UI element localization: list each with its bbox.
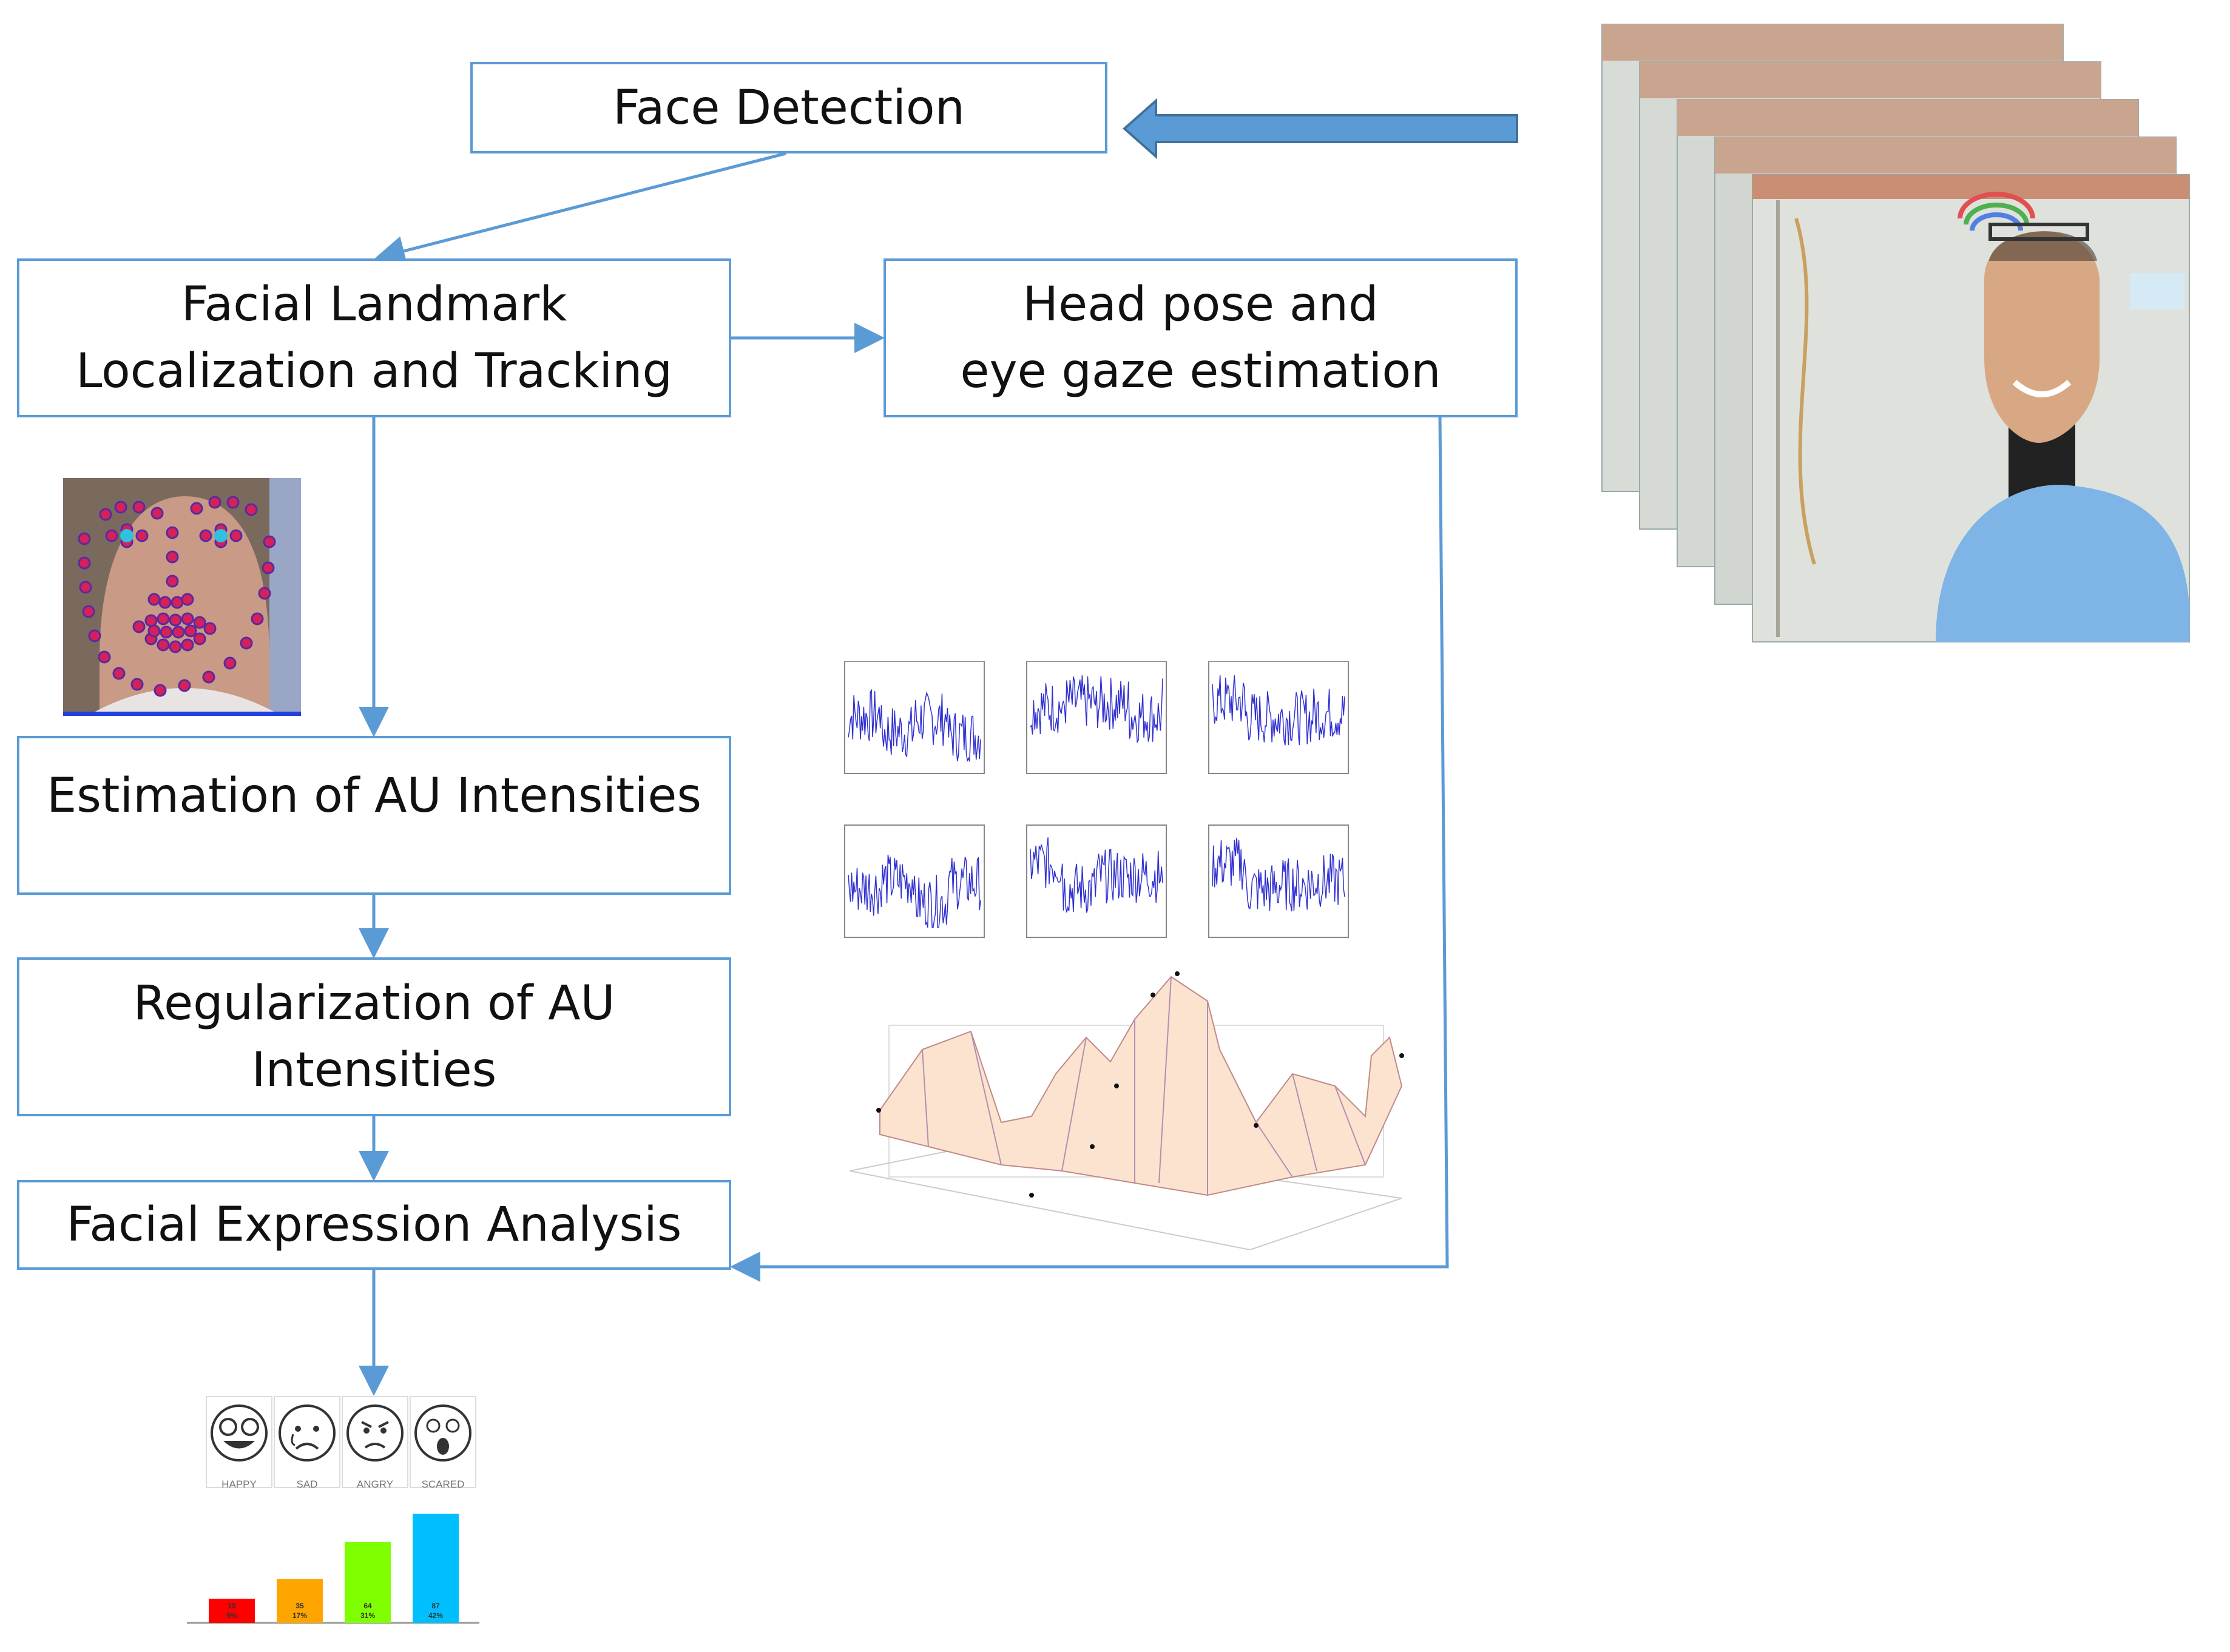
video-frames-stack [1601, 24, 2190, 642]
emotion-bar-value: 19 [228, 1602, 236, 1610]
au-plot-line [1212, 837, 1345, 912]
face-detection-box: Face Detection [470, 62, 1107, 153]
emotion-bar-percent: 42% [428, 1611, 443, 1620]
emotion-bar [413, 1514, 459, 1623]
au-plot-panel [1026, 824, 1167, 938]
emotion-bar-value: 87 [431, 1602, 440, 1610]
landmark-face-thumbnail [63, 478, 301, 716]
emotion-bar [277, 1579, 323, 1623]
emotion-bar [209, 1599, 255, 1623]
head-pose-label-line1: Head pose and [1022, 277, 1379, 332]
au-plot-line [1212, 675, 1345, 746]
emotion-icons-panel: HAPPY SAD ANGRY SCARED [206, 1396, 476, 1490]
au-plot-panel [1026, 661, 1167, 774]
landmark-tracking-box: Facial Landmark Localization and Trackin… [17, 258, 731, 417]
au-regularization-box: Regularization of AU Intensities [17, 957, 731, 1116]
head-pose-label-line2: eye gaze estimation [960, 344, 1441, 399]
happy-emoji-icon [206, 1396, 272, 1488]
scared-emoji-icon [410, 1396, 476, 1488]
au-regularization-label-line2: Intensities [251, 1043, 497, 1097]
au-plot-panel [844, 824, 985, 938]
arrow-detection-to-landmark [374, 152, 786, 266]
angry-emoji-icon [342, 1396, 408, 1488]
emotion-bar-percent: 31% [360, 1611, 375, 1620]
emotion-bar [345, 1542, 391, 1623]
emotion-bar-value: 64 [363, 1602, 372, 1610]
au-plot-line [848, 854, 981, 928]
emotion-label-sad: SAD [297, 1478, 318, 1490]
arrow-headpose-to-fea [730, 417, 1449, 1282]
au-regularization-label-line1: Regularization of AU [133, 976, 615, 1031]
au-plot-line [1030, 675, 1163, 744]
au-estimation-label: Estimation of AU Intensities [46, 769, 701, 823]
input-block-arrow [1122, 98, 1518, 160]
au-estimation-box: Estimation of AU Intensities [17, 736, 731, 895]
surface-mesh [879, 976, 1403, 1196]
sad-emoji-icon [274, 1396, 340, 1488]
au-plot-line [1030, 837, 1163, 913]
au-3d-surface-plot [849, 971, 1404, 1250]
au-time-series-plots [844, 661, 1349, 938]
emotion-bar-percent: 9% [226, 1611, 237, 1620]
frame-front-photo [1752, 174, 2190, 642]
landmark-label-line2: Localization and Tracking [75, 344, 673, 399]
emotion-label-scared: SCARED [422, 1478, 465, 1490]
emotion-bar-value: 35 [296, 1602, 304, 1610]
emotion-label-angry: ANGRY [357, 1478, 393, 1490]
person-head [1984, 231, 2100, 443]
facial-expression-analysis-box: Facial Expression Analysis [17, 1180, 731, 1270]
emotion-bar-percent: 17% [292, 1611, 307, 1620]
head-pose-box: Head pose and eye gaze estimation [884, 258, 1518, 417]
emotion-label-happy: HAPPY [221, 1478, 257, 1490]
facial-expression-analysis-label: Facial Expression Analysis [66, 1198, 682, 1252]
au-plot-panel [844, 661, 985, 774]
au-plot-panel [1208, 661, 1349, 774]
face-detection-label: Face Detection [612, 80, 965, 135]
landmark-label-line1: Facial Landmark [181, 277, 567, 332]
au-plot-panel [1208, 824, 1349, 938]
au-plot-line [848, 689, 981, 763]
